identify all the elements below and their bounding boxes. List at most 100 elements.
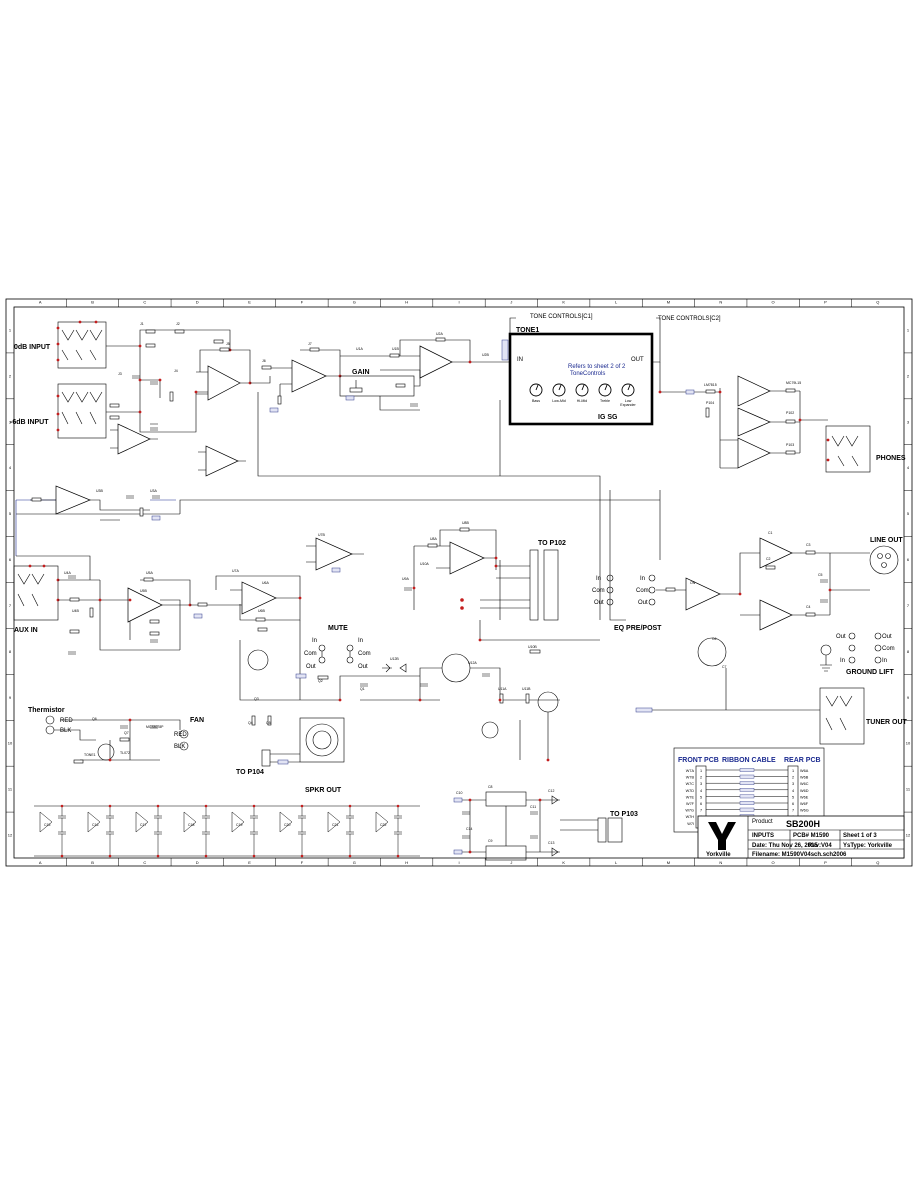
gl-out-label-2: Out: [882, 634, 892, 640]
knob-pointer: [558, 384, 562, 391]
bypass-opamp: [39, 811, 53, 833]
column-label: A: [39, 860, 42, 865]
label-therm-red: RED: [60, 718, 73, 724]
column-label: P: [824, 860, 827, 865]
part-designator: Q2: [318, 679, 323, 683]
bypass-capacitors: [58, 806, 66, 856]
junction-dot: [396, 804, 400, 808]
yorkville-logo: Yorkville: [706, 822, 736, 858]
part-designator: U7B: [318, 533, 325, 537]
ribbon-rear-pin: W6C: [800, 782, 809, 786]
part-designator: Q5: [266, 721, 271, 725]
label-0db-input: 0dB INPUT: [14, 344, 51, 351]
ribbon-net-flag: [739, 781, 755, 785]
mute-switch: MUTE In Com Out In Com Out: [304, 625, 371, 670]
ribbon-rear-pin: W6F: [800, 802, 809, 806]
label-to-p104: TO P104: [236, 769, 264, 776]
column-label: C: [143, 300, 146, 305]
opamp-u2a: [250, 347, 342, 413]
column-label: I: [458, 860, 459, 865]
part-designator: U3A: [150, 489, 157, 493]
ribbon-front-pin: W7B: [686, 776, 695, 780]
input-jack-0db: 0dB INPUT: [14, 320, 107, 369]
ribbon-pin-number: 5: [792, 795, 794, 799]
part-designator: C20: [284, 823, 290, 827]
column-label: F: [301, 860, 304, 865]
junction-dot: [108, 854, 112, 858]
part-designator: P103: [786, 443, 794, 447]
eq-out-label: Out: [594, 600, 604, 606]
part-designator: U9A: [402, 577, 409, 581]
junction-dot: [60, 804, 64, 808]
knob-pointer: [581, 384, 585, 391]
part-designator: U12A: [468, 661, 477, 665]
input-jack-6db: -6dB INPUT: [10, 383, 107, 439]
tone-knob-label: Treble: [600, 399, 610, 403]
column-label: Q: [876, 300, 879, 305]
row-label: 10: [8, 741, 13, 746]
opamp-u1a: [196, 347, 252, 401]
label-fan-red: RED: [174, 732, 187, 738]
column-label: B: [91, 300, 94, 305]
part-designator: C22: [380, 823, 386, 827]
line-out-amp: [656, 537, 870, 631]
column-label: O: [772, 300, 775, 305]
part-designator: J6: [262, 359, 266, 363]
label-aux-in: AUX IN: [14, 627, 38, 634]
pcb-number: PCB# M1590: [793, 833, 830, 839]
thermistor-fan-circuit: Thermistor RED BLK FAN RED BLK: [28, 707, 204, 764]
junction-dot: [300, 804, 304, 808]
mute-out-label: Out: [306, 664, 316, 670]
row-label: 2: [907, 373, 910, 378]
column-label: L: [615, 860, 618, 865]
tone-ref-line1: Refers to sheet 2 of 2: [568, 364, 626, 370]
logo-text: Yorkville: [706, 852, 731, 858]
ribbon-front-pin: W7C: [686, 782, 695, 786]
column-label: C: [143, 860, 146, 865]
junction-dot: [252, 804, 256, 808]
junction-dot: [108, 804, 112, 808]
eq-prepost-switch: In Com Out In Com Out EQ PRE/POST: [592, 574, 662, 632]
part-designator: J7: [308, 342, 312, 346]
part-designator: U8B: [462, 521, 469, 525]
output-transistors: [239, 620, 727, 762]
ribbon-pin-number: 4: [792, 789, 794, 793]
gain-pot: GAIN: [339, 369, 421, 411]
spkr-out-jack: SPKR OUT TO P104: [236, 717, 345, 794]
part-designator: U10B: [528, 645, 537, 649]
part-designator: C2: [766, 557, 771, 561]
mute-in-label: In: [312, 638, 317, 644]
border-grid-ticks: [6, 299, 912, 866]
opamp-u2b: [340, 337, 500, 379]
junction-dot: [300, 854, 304, 858]
part-designator: C11: [530, 805, 536, 809]
ribbon-rear-label: REAR PCB: [784, 757, 821, 764]
column-label: O: [772, 860, 775, 865]
bypass-opamp: [327, 811, 341, 833]
label-eq-prepost: EQ PRE/POST: [614, 625, 662, 632]
part-designator: C4: [806, 605, 811, 609]
tone-knob-label: Low: [625, 399, 632, 403]
mute-out-label-2: Out: [358, 664, 368, 670]
part-designator: U4B: [72, 609, 79, 613]
junction-dot: [156, 804, 160, 808]
eq-in-label: In: [596, 576, 601, 582]
label-spkr-out: SPKR OUT: [305, 787, 342, 794]
row-label: 3: [9, 419, 12, 424]
ribbon-net-flag: [739, 801, 755, 805]
junction-dot: [396, 854, 400, 858]
part-designator: Q7: [124, 731, 129, 735]
row-label: 7: [9, 603, 12, 608]
part-designator: U5A: [146, 571, 153, 575]
row-label: 2: [9, 373, 12, 378]
label-to-p102: TO P102: [538, 540, 566, 547]
part-designator: ON: [690, 581, 696, 585]
bus-wires: [15, 392, 661, 621]
tuner-out-jack: TUNER OUT: [635, 668, 908, 745]
part-designator: C3: [806, 543, 811, 547]
part-designator: J3: [118, 372, 122, 376]
